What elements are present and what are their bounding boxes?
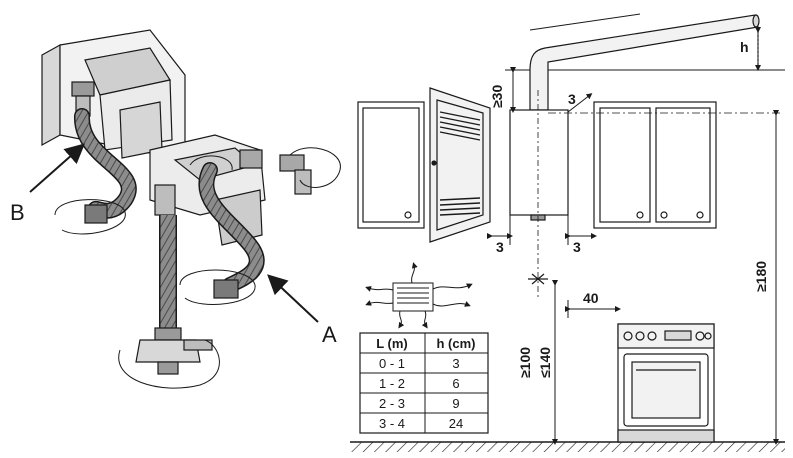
dim-side-clearance-right: 3 [573,239,581,255]
table-cell: 9 [452,396,459,411]
flue-horizontal [529,14,759,71]
dim-flue-rise: h [740,39,749,55]
dim-side-clearance-top: 3 [568,91,576,107]
table-cell: 3 [452,356,459,371]
callout-a-label: A [322,322,337,347]
callout-a: A [267,274,337,347]
dimension-lines [487,27,779,445]
table-cell: 3 - 4 [379,416,405,431]
cabinet-right [593,101,717,229]
dim-side-clearance-left: 3 [496,239,504,255]
dim-boiler-height-min: ≥100 [517,347,533,378]
table-cell: 2 - 3 [379,396,405,411]
ventilation-sketch [365,262,473,329]
table-cell: 1 - 2 [379,376,405,391]
floor-hatch [350,442,785,452]
kitchen-layout [350,13,785,452]
callout-a-arrow [267,274,319,323]
callout-b-arrow [29,143,85,193]
table-header-length: L (m) [376,336,408,351]
table-cell: 6 [452,376,459,391]
dim-cabinet-height: ≥180 [753,261,769,292]
flue-vertical [529,70,549,111]
dimension-labels: ≥30 h 3 3 3 40 ≥100 ≤140 ≥180 [489,39,769,378]
callout-b: B [10,143,85,225]
table-cell: 24 [449,416,463,431]
cabinet-left [357,101,425,229]
callout-b-label: B [10,200,25,225]
boiler [509,109,569,216]
flue-table: L (m) h (cm) 0 - 1 3 1 - 2 6 2 - 3 9 3 -… [359,332,489,434]
table-header-rise: h (cm) [437,336,476,351]
boiler-connections-illustration [41,29,341,389]
table-cell: 0 - 1 [379,356,405,371]
cabinet-open-door [429,87,491,243]
dim-min-above-boiler: ≥30 [489,85,505,108]
dim-cooker-offset: 40 [583,290,599,306]
dim-boiler-height-max: ≤140 [537,347,553,378]
